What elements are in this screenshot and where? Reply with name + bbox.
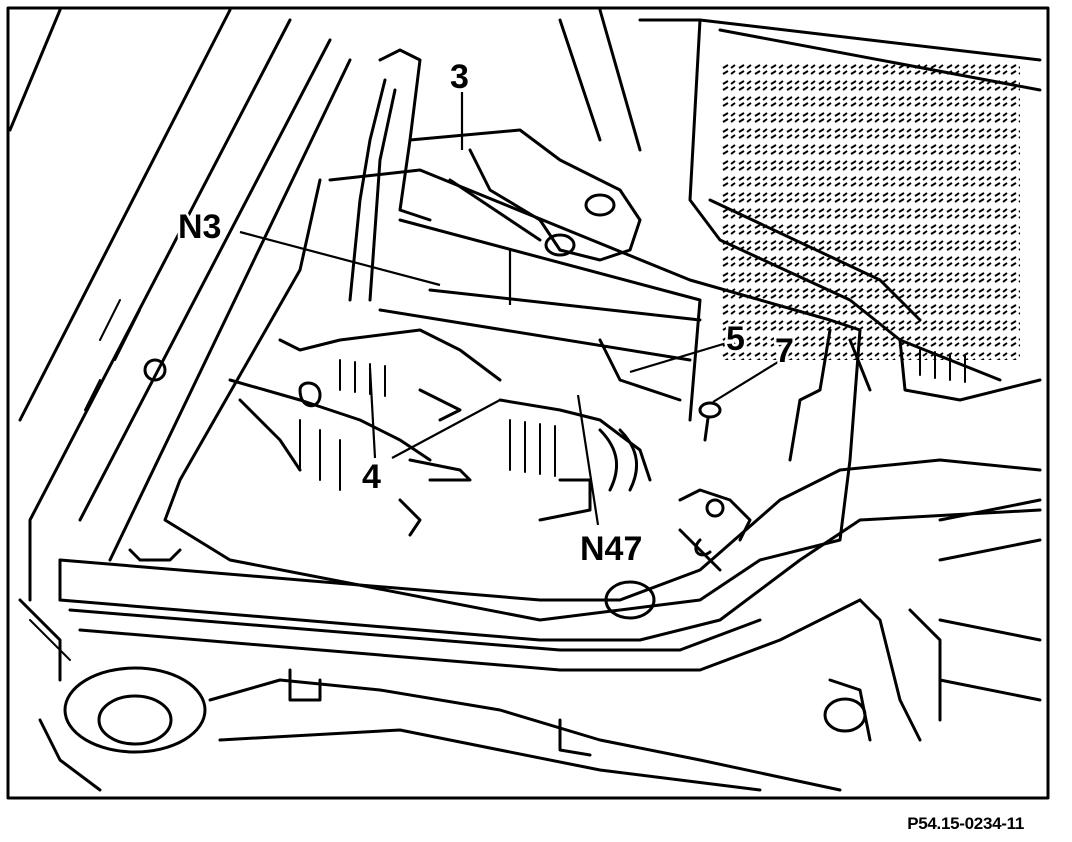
callout-4: 4 xyxy=(362,458,381,496)
leader-N3 xyxy=(239,230,441,287)
cowl-grille xyxy=(558,8,1042,402)
callout-N3: N3 xyxy=(178,208,221,246)
leader-N47 xyxy=(576,394,600,526)
relay-component xyxy=(348,48,642,302)
figure-reference: P54.15-0234-11 xyxy=(907,814,1024,833)
bottom-components xyxy=(38,498,1042,792)
callout-N47: N47 xyxy=(580,530,642,568)
leader-4a xyxy=(368,367,377,459)
front-cross-member xyxy=(58,458,1042,672)
leader-5 xyxy=(629,340,731,374)
callout-5: 5 xyxy=(726,320,745,358)
screw-bracket xyxy=(678,401,752,572)
wiring-connectors xyxy=(228,328,652,537)
leader-4b xyxy=(391,399,501,459)
diagram-frame xyxy=(6,6,1050,800)
leader-7 xyxy=(712,361,779,403)
callout-7: 7 xyxy=(775,332,794,370)
callout-3: 3 xyxy=(450,58,469,96)
left-fender xyxy=(8,8,352,682)
callout-leaders xyxy=(239,92,779,526)
